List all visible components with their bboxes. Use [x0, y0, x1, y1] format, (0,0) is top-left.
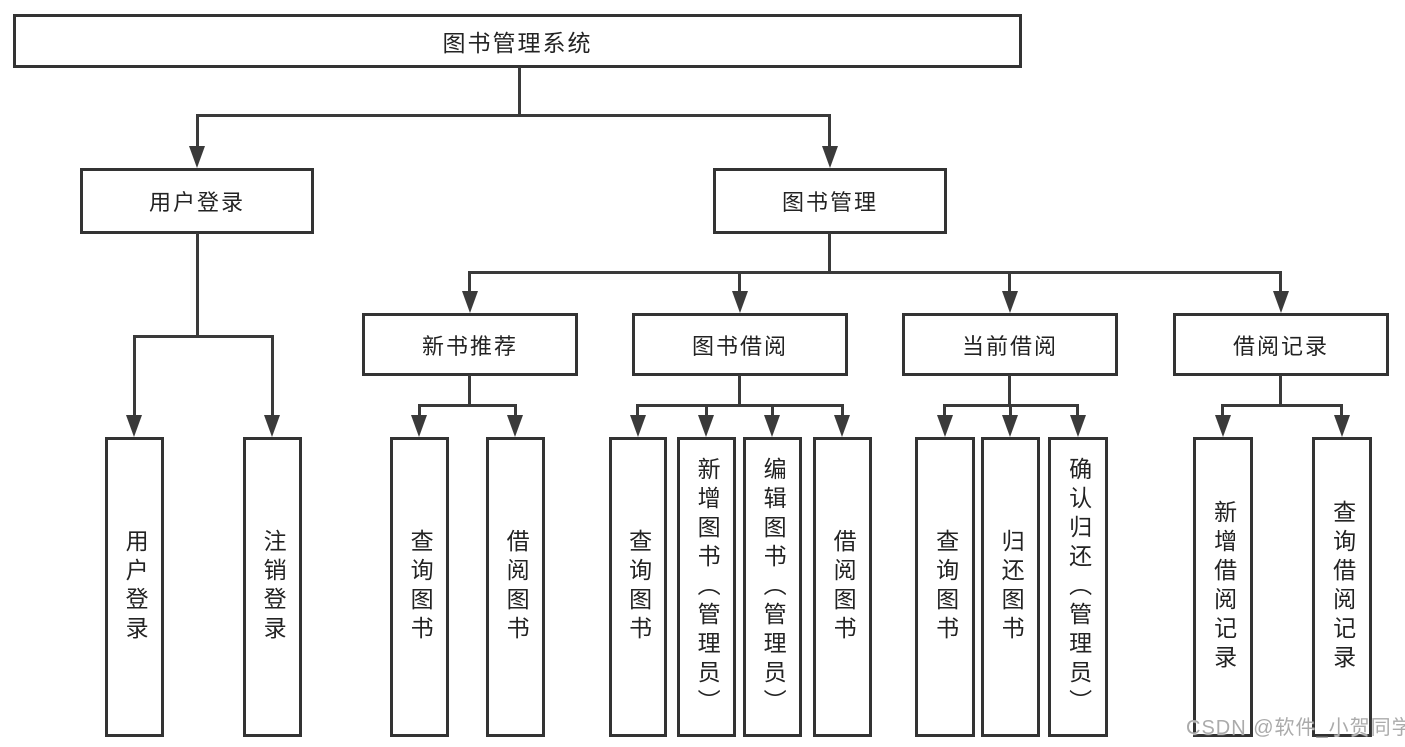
node-root-label: 图书管理系统	[442, 30, 593, 56]
connector-book-management-stem	[828, 233, 831, 274]
leaf-nbr-query-books: 查询图书	[390, 437, 449, 737]
leaf-user-login-label: 用户登录	[122, 529, 149, 645]
connector-level1-hline	[196, 114, 831, 117]
arrowhead-cb-return-books	[1002, 415, 1018, 437]
leaf-cb-query-books: 查询图书	[915, 437, 975, 737]
connector-br-add-drop	[1221, 404, 1224, 417]
leaf-br-query-record-label: 查询借阅记录	[1329, 500, 1356, 674]
connector-bb-split	[636, 404, 844, 407]
node-borrow-records: 借阅记录	[1173, 313, 1389, 376]
leaf-br-add-record: 新增借阅记录	[1193, 437, 1253, 737]
leaf-nbr-borrow-books-label: 借阅图书	[503, 529, 530, 645]
csdn-watermark: CSDN @软件_小贺同学	[1186, 717, 1405, 739]
node-book-borrow: 图书借阅	[632, 313, 848, 376]
connector-new-book-recommend-drop	[468, 271, 471, 293]
leaf-cb-query-books-label: 查询图书	[932, 529, 959, 645]
node-user-login-label: 用户登录	[148, 190, 245, 215]
node-book-management-label: 图书管理	[781, 190, 878, 215]
node-current-borrow: 当前借阅	[902, 313, 1118, 376]
connector-bb-borrow-drop	[841, 404, 844, 417]
leaf-cb-return-books-label: 归还图书	[998, 529, 1025, 645]
leaf-logout-label: 注销登录	[260, 529, 287, 645]
node-root: 图书管理系统	[13, 14, 1022, 68]
connector-bb-stem	[738, 375, 741, 407]
connector-book-management-drop	[828, 114, 831, 148]
arrowhead-bb-edit-books	[764, 415, 780, 437]
connector-user-login-drop	[196, 114, 199, 148]
leaf-cb-return-books: 归还图书	[981, 437, 1040, 737]
connector-root-stem	[518, 67, 521, 117]
connector-br-split	[1221, 404, 1343, 407]
leaf-nbr-query-books-label: 查询图书	[407, 529, 434, 645]
arrowhead-br-query-record	[1334, 415, 1350, 437]
connector-current-borrow-drop	[1008, 271, 1011, 293]
leaf-bb-add-books-admin-label: 新增图书（管理员）	[694, 456, 721, 718]
arrowhead-leaf-user-login	[126, 415, 142, 437]
leaf-bb-query-books: 查询图书	[609, 437, 667, 737]
leaf-bb-edit-books-admin: 编辑图书（管理员）	[743, 437, 802, 737]
arrowhead-book-borrow	[732, 291, 748, 313]
leaf-bb-borrow-books-label: 借阅图书	[830, 529, 857, 645]
arrowhead-bb-add-books	[698, 415, 714, 437]
leaf-user-login: 用户登录	[105, 437, 164, 737]
node-borrow-records-label: 借阅记录	[1232, 333, 1329, 359]
arrowhead-user-login	[189, 146, 205, 168]
connector-leaf-logout-drop	[271, 335, 274, 417]
arrowhead-new-book-recommend	[462, 291, 478, 313]
leaf-bb-add-books-admin: 新增图书（管理员）	[677, 437, 736, 737]
node-user-login: 用户登录	[80, 168, 314, 234]
connector-nbr-borrow-drop	[514, 404, 517, 417]
leaf-bb-edit-books-admin-label: 编辑图书（管理员）	[760, 456, 787, 718]
arrowhead-nbr-borrow-books	[507, 415, 523, 437]
connector-cb-return-drop	[1009, 404, 1012, 417]
connector-cb-stem	[1008, 375, 1011, 407]
connector-nbr-split	[418, 404, 517, 407]
arrowhead-br-add-record	[1215, 415, 1231, 437]
connector-level2-hline	[468, 271, 1282, 274]
node-new-book-recommend-label: 新书推荐	[421, 333, 518, 359]
arrowhead-cb-confirm-return	[1070, 415, 1086, 437]
leaf-cb-confirm-return-admin: 确认归还（管理员）	[1048, 437, 1108, 737]
arrowhead-cb-query-books	[937, 415, 953, 437]
leaf-br-query-record: 查询借阅记录	[1312, 437, 1372, 737]
arrowhead-current-borrow	[1002, 291, 1018, 313]
leaf-bb-borrow-books: 借阅图书	[813, 437, 872, 737]
leaf-logout: 注销登录	[243, 437, 302, 737]
connector-br-query-drop	[1340, 404, 1343, 417]
connector-cb-query-drop	[943, 404, 946, 417]
node-current-borrow-label: 当前借阅	[961, 333, 1058, 359]
leaf-br-add-record-label: 新增借阅记录	[1210, 500, 1237, 674]
arrowhead-nbr-query-books	[411, 415, 427, 437]
connector-user-login-split	[133, 335, 274, 338]
connector-leaf-user-login-drop	[133, 335, 136, 417]
arrowhead-borrow-records	[1273, 291, 1289, 313]
arrowhead-leaf-logout	[264, 415, 280, 437]
connector-bb-add-drop	[705, 404, 708, 417]
connector-bb-query-drop	[636, 404, 639, 417]
leaf-nbr-borrow-books: 借阅图书	[486, 437, 545, 737]
arrowhead-bb-query-books	[630, 415, 646, 437]
connector-br-stem	[1279, 375, 1282, 407]
node-book-borrow-label: 图书借阅	[691, 333, 788, 359]
node-new-book-recommend: 新书推荐	[362, 313, 578, 376]
node-book-management: 图书管理	[713, 168, 947, 234]
leaf-cb-confirm-return-admin-label: 确认归还（管理员）	[1065, 456, 1092, 718]
leaf-bb-query-books-label: 查询图书	[625, 529, 652, 645]
connector-borrow-records-drop	[1279, 271, 1282, 293]
connector-nbr-query-drop	[418, 404, 421, 417]
arrowhead-book-management	[822, 146, 838, 168]
connector-user-login-stem	[196, 233, 199, 337]
connector-cb-confirm-drop	[1076, 404, 1079, 417]
connector-bb-edit-drop	[771, 404, 774, 417]
arrowhead-bb-borrow-books	[834, 415, 850, 437]
connector-book-borrow-drop	[738, 271, 741, 293]
connector-nbr-stem	[468, 375, 471, 407]
